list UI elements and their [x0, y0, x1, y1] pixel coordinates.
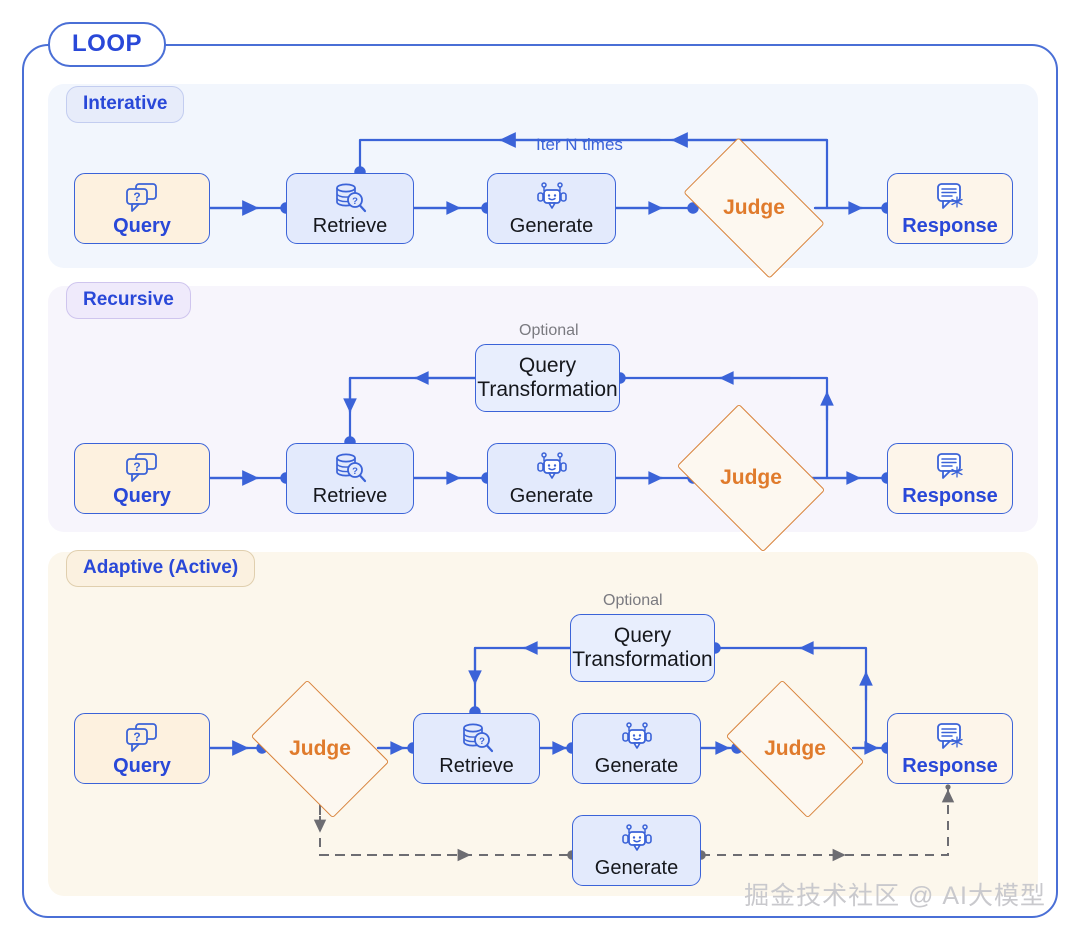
node-query-transformation-row2[interactable]: Query Transformation	[475, 344, 620, 412]
watermark: 掘金技术社区 @ AI大模型	[744, 882, 1046, 910]
question-chat-icon: ?	[126, 452, 157, 482]
node-label: Generate	[509, 214, 594, 237]
node-generate-2-row3[interactable]: Generate	[572, 815, 701, 886]
node-label: Response	[902, 754, 998, 777]
node-label-line2: Transformation	[572, 648, 713, 671]
section-tag-interative: Interative	[66, 86, 185, 123]
node-label: Retrieve	[312, 484, 388, 507]
question-chat-icon: ?	[126, 722, 157, 752]
svg-text:?: ?	[352, 466, 358, 477]
node-label: Query	[113, 484, 171, 507]
node-query-row1[interactable]: ? Query	[74, 173, 210, 244]
node-response-row2[interactable]: Response	[887, 443, 1013, 514]
node-retrieve-row3[interactable]: ? Retrieve	[413, 713, 540, 784]
robot-icon	[621, 823, 652, 851]
node-label: Judge	[723, 196, 785, 219]
node-query-transformation-row3[interactable]: Query Transformation	[570, 614, 715, 682]
node-label: Generate	[594, 856, 679, 879]
database-search-icon: ?	[336, 183, 367, 212]
database-search-icon: ?	[336, 453, 367, 482]
node-judge-row2[interactable]: Judge	[676, 403, 826, 553]
node-label: Generate	[509, 484, 594, 507]
node-generate-1-row3[interactable]: Generate	[572, 713, 701, 784]
section-tag-recursive: Recursive	[66, 282, 191, 319]
node-judge-1-row3[interactable]: Judge	[250, 679, 390, 819]
node-response-row3[interactable]: Response	[887, 713, 1013, 784]
svg-text:?: ?	[133, 190, 140, 204]
svg-text:?: ?	[133, 730, 140, 744]
chat-snowflake-icon	[937, 722, 963, 749]
robot-icon	[536, 451, 567, 479]
chat-snowflake-icon	[937, 452, 963, 479]
edge-label-optional-row3: Optional	[603, 592, 663, 609]
node-query-row2[interactable]: ? Query	[74, 443, 210, 514]
node-label: Generate	[594, 754, 679, 777]
database-search-icon: ?	[462, 723, 493, 752]
node-label: Judge	[289, 737, 351, 760]
loop-badge: LOOP	[48, 22, 167, 67]
node-response-row1[interactable]: Response	[887, 173, 1013, 244]
node-retrieve-row2[interactable]: ? Retrieve	[286, 443, 414, 514]
svg-text:?: ?	[479, 736, 485, 747]
node-label-line2: Transformation	[477, 378, 618, 401]
node-label: Retrieve	[439, 754, 514, 777]
edge-label-optional-row2: Optional	[519, 322, 579, 339]
svg-text:?: ?	[352, 196, 358, 207]
node-label: Judge	[720, 466, 782, 489]
node-judge-row1[interactable]: Judge	[683, 137, 825, 279]
node-label: Judge	[764, 737, 826, 760]
node-retrieve-row1[interactable]: ? Retrieve	[286, 173, 414, 244]
node-label: Query	[113, 214, 171, 237]
node-label: Query	[113, 754, 171, 777]
question-chat-icon: ?	[126, 182, 157, 212]
robot-icon	[536, 181, 567, 209]
node-label: Response	[902, 484, 998, 507]
node-label-line1: Query	[518, 354, 577, 378]
svg-text:?: ?	[133, 460, 140, 474]
node-label-line1: Query	[613, 624, 672, 648]
chat-snowflake-icon	[937, 182, 963, 209]
node-query-row3[interactable]: ? Query	[74, 713, 210, 784]
robot-icon	[621, 721, 652, 749]
edge-label-iter-n-times: Iter N times	[536, 135, 623, 154]
node-label: Retrieve	[312, 214, 388, 237]
node-label: Response	[902, 214, 998, 237]
node-generate-row1[interactable]: Generate	[487, 173, 616, 244]
node-judge-2-row3[interactable]: Judge	[725, 679, 865, 819]
node-generate-row2[interactable]: Generate	[487, 443, 616, 514]
section-tag-adaptive: Adaptive (Active)	[66, 550, 256, 587]
